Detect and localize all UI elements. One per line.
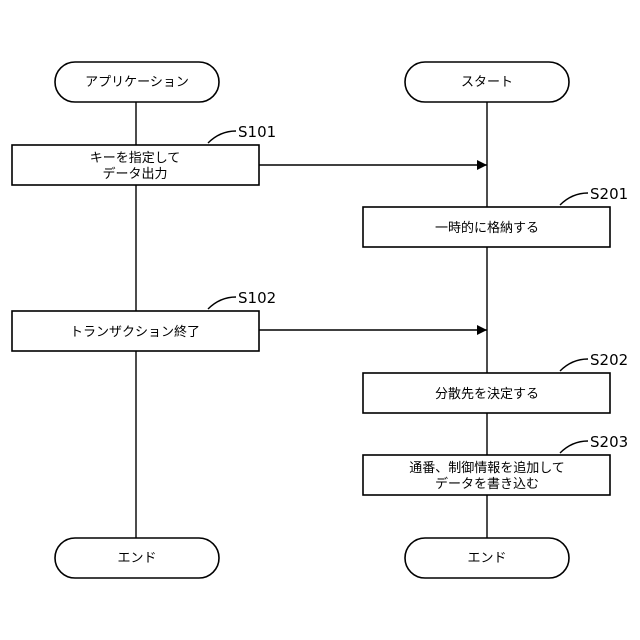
step-s203-leader [560,441,588,453]
step-s202-leader [560,359,588,371]
step-s201-id: S201 [590,185,628,203]
left-end-terminal: エンド [55,538,219,578]
left-end-label: エンド [117,551,156,566]
step-s203-line-2: データを書き込む [435,476,539,492]
step-s202-id: S202 [590,351,628,369]
step-s203: 通番、制御情報を追加して データを書き込む S203 [363,433,628,495]
left-start-terminal: アプリケーション [55,62,219,102]
left-start-label: アプリケーション [85,75,189,90]
step-s201: 一時的に格納する S201 [363,185,628,247]
step-s102-leader [208,297,236,309]
step-s203-line-1: 通番、制御情報を追加して [409,460,565,476]
step-s101-id: S101 [238,123,276,141]
right-end-terminal: エンド [405,538,569,578]
step-s101-leader [208,131,236,143]
step-s202-line-1: 分散先を決定する [435,387,539,402]
step-s102-id: S102 [238,289,276,307]
right-start-label: スタート [461,75,513,90]
right-end-label: エンド [467,551,506,566]
step-s102: トランザクション終了 S102 [12,289,276,351]
step-s102-line-1: トランザクション終了 [70,324,200,340]
step-s101-line-1: キーを指定して [90,151,181,166]
right-start-terminal: スタート [405,62,569,102]
step-s201-leader [560,193,588,205]
step-s101-line-2: データ出力 [102,166,167,182]
step-s203-id: S203 [590,433,628,451]
step-s101: キーを指定して データ出力 S101 [12,123,276,185]
step-s202: 分散先を決定する S202 [363,351,628,413]
step-s201-line-1: 一時的に格納する [435,220,539,236]
